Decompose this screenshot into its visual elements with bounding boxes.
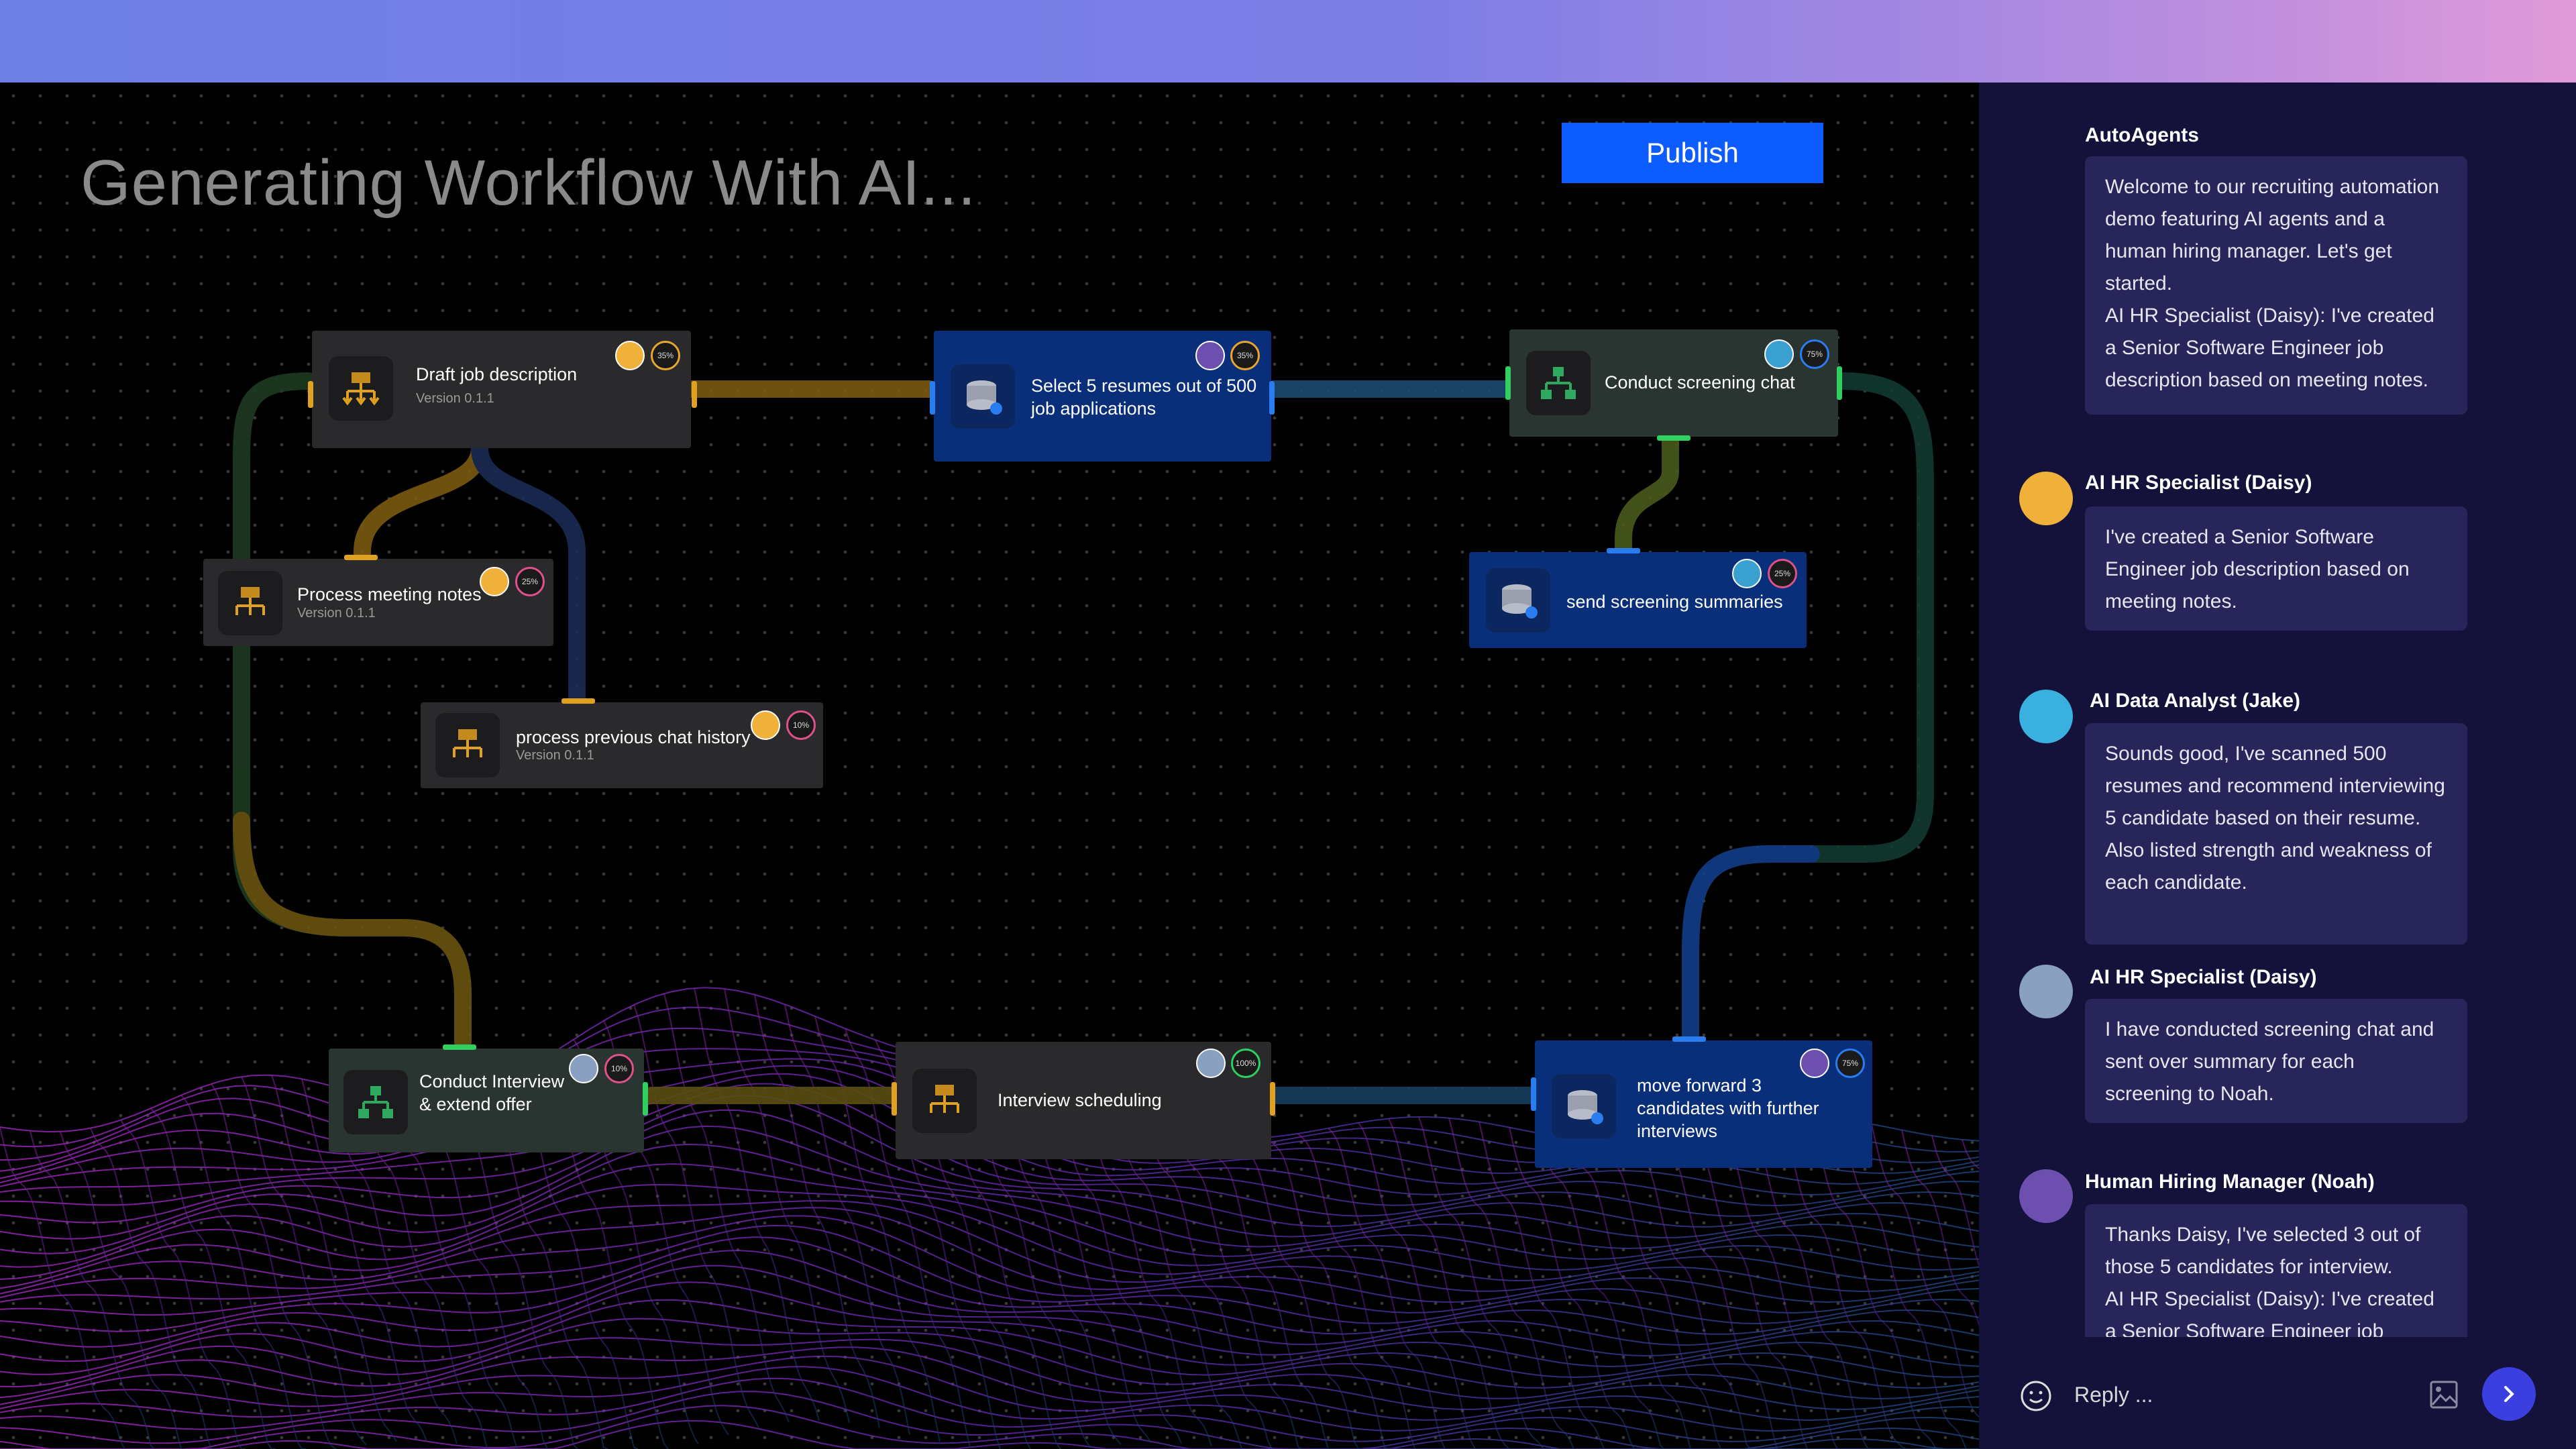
- avatar-noah: [2019, 1169, 2073, 1223]
- progress-ring: 75%: [1800, 339, 1829, 369]
- avatar: [1764, 339, 1794, 369]
- database-icon: [1486, 568, 1550, 633]
- node-label: send screening summaries: [1566, 592, 1783, 612]
- message-bubble: Thanks Daisy, I've selected 3 out of tho…: [2085, 1204, 2467, 1337]
- progress-ring: 10%: [604, 1054, 634, 1083]
- flow-icon: [329, 356, 393, 421]
- input-port[interactable]: [1607, 548, 1640, 553]
- output-port[interactable]: [692, 381, 697, 408]
- node-select-resumes[interactable]: Select 5 resumes out of 500 job applicat…: [930, 331, 1275, 462]
- node-conduct-interview[interactable]: Conduct Interview & extend offer 10%: [329, 1044, 648, 1152]
- node-label: Select 5 resumes out of 500 job applicat…: [1031, 376, 1257, 419]
- input-port[interactable]: [892, 1082, 897, 1116]
- output-port[interactable]: [1269, 381, 1275, 415]
- message-sender: AutoAgents: [2085, 124, 2199, 146]
- input-port[interactable]: [443, 1044, 476, 1050]
- image-icon[interactable]: [2428, 1379, 2459, 1413]
- message-bubble: I've created a Senior Software Engineer …: [2085, 506, 2467, 631]
- message-bubble: Welcome to our recruiting automation dem…: [2085, 156, 2467, 415]
- output-port-bottom[interactable]: [1657, 435, 1690, 441]
- progress-ring: 10%: [786, 710, 816, 740]
- progress-ring: 25%: [515, 567, 545, 596]
- input-port-top[interactable]: [1672, 1036, 1706, 1042]
- avatar: [751, 710, 780, 740]
- input-port[interactable]: [344, 555, 378, 560]
- avatar: [1196, 1049, 1226, 1078]
- avatar: [1732, 559, 1762, 588]
- chevron-right-icon: [2504, 1386, 2514, 1402]
- avatar: [1195, 341, 1225, 370]
- database-icon: [951, 364, 1015, 429]
- node-conduct-screening-chat[interactable]: Conduct screening chat 75%: [1505, 329, 1842, 441]
- node-version: Version 0.1.1: [516, 748, 594, 763]
- node-label: Draft job description: [416, 364, 578, 384]
- smile-icon[interactable]: [2019, 1379, 2053, 1416]
- page-title: Generating Workflow With AI...: [80, 147, 977, 219]
- flow-icon: [435, 713, 500, 777]
- node-draft-job-description[interactable]: Draft job description Version 0.1.1 35%: [308, 331, 697, 448]
- input-port[interactable]: [930, 381, 935, 415]
- reply-bar: [1979, 1337, 2576, 1449]
- progress-ring: 75%: [1835, 1049, 1865, 1078]
- input-port[interactable]: [561, 698, 595, 704]
- node-process-meeting-notes[interactable]: Process meeting notes Version 0.1.1 25%: [203, 555, 553, 646]
- avatar-daisy: [2019, 472, 2073, 525]
- input-port[interactable]: [1531, 1077, 1536, 1111]
- node-label: process previous chat history: [516, 727, 751, 747]
- send-button[interactable]: [2482, 1367, 2536, 1421]
- avatar: [615, 341, 645, 370]
- message-sender: Human Hiring Manager (Noah): [2085, 1171, 2375, 1193]
- node-label: Conduct screening chat: [1605, 372, 1795, 392]
- node-version: Version 0.1.1: [416, 391, 494, 406]
- node-process-chat-history[interactable]: process previous chat history Version 0.…: [421, 698, 823, 788]
- top-banner: [0, 0, 2576, 83]
- chat-panel: AutoAgents Welcome to our recruiting aut…: [1979, 83, 2576, 1449]
- progress-ring: 35%: [1230, 341, 1260, 370]
- progress-ring: 25%: [1768, 559, 1797, 588]
- node-label: Conduct Interview & extend offer: [419, 1071, 565, 1114]
- flow-icon: [912, 1069, 977, 1133]
- message-sender: AI HR Specialist (Daisy): [2090, 966, 2317, 988]
- output-port[interactable]: [1837, 366, 1842, 400]
- avatar-jake: [2019, 690, 2073, 743]
- node-version: Version 0.1.1: [297, 606, 376, 621]
- node-label: Interview scheduling: [998, 1090, 1162, 1110]
- avatar: [480, 567, 509, 596]
- message-bubble: Sounds good, I've scanned 500 resumes an…: [2085, 723, 2467, 945]
- flow-icon: [218, 571, 282, 635]
- progress-ring: 35%: [651, 341, 680, 370]
- node-send-screening-summaries[interactable]: send screening summaries 25%: [1469, 548, 1807, 648]
- output-port[interactable]: [643, 1082, 648, 1116]
- input-port[interactable]: [1505, 366, 1511, 400]
- reply-input[interactable]: [2073, 1374, 2371, 1415]
- message-bubble: I have conducted screening chat and sent…: [2085, 999, 2467, 1123]
- connector-lines: [233, 372, 1934, 1104]
- publish-button[interactable]: Publish: [1562, 123, 1823, 183]
- message-sender: AI Data Analyst (Jake): [2090, 690, 2301, 712]
- input-port[interactable]: [308, 381, 313, 408]
- wave-background: [0, 987, 1979, 1449]
- node-interview-scheduling[interactable]: Interview scheduling 100%: [892, 1042, 1275, 1159]
- output-port[interactable]: [1270, 1082, 1275, 1116]
- node-label: move forward 3 candidates with further i…: [1637, 1075, 1819, 1141]
- database-icon: [1552, 1074, 1616, 1138]
- flow-icon: [343, 1070, 408, 1134]
- node-label: Process meeting notes: [297, 584, 482, 604]
- avatar: [1800, 1049, 1829, 1078]
- progress-ring: 100%: [1231, 1049, 1260, 1078]
- message-sender: AI HR Specialist (Daisy): [2085, 472, 2312, 494]
- avatar-daisy: [2019, 965, 2073, 1018]
- flow-icon: [1526, 351, 1591, 415]
- workflow-canvas[interactable]: Generating Workflow With AI... Publish D…: [0, 83, 1979, 1449]
- node-move-forward-candidates[interactable]: move forward 3 candidates with further i…: [1531, 1036, 1872, 1168]
- avatar: [569, 1054, 598, 1083]
